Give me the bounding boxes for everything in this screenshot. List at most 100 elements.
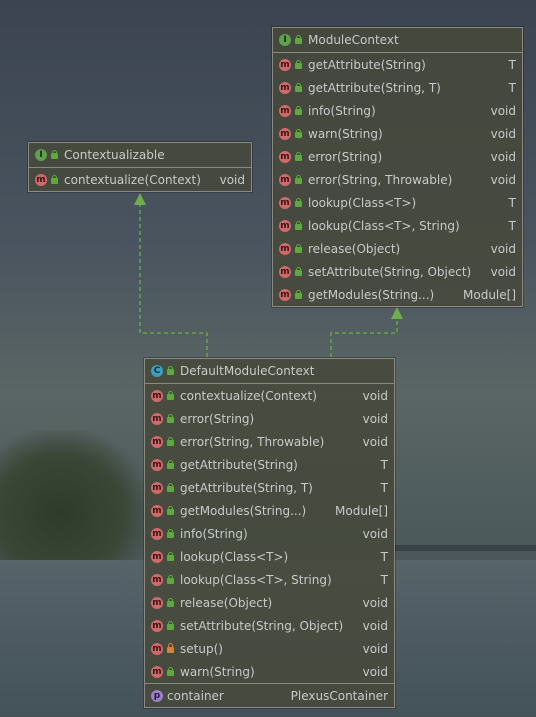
method-name: info(String) (180, 526, 248, 541)
arrowhead-contextualizable (134, 193, 146, 205)
method-icon: m (151, 665, 163, 678)
method-name: lookup(Class<T>, String) (308, 218, 460, 233)
method-type: Module[] (463, 287, 516, 302)
method-icon: m (151, 412, 163, 425)
method-type: void (490, 103, 516, 118)
public-lock-icon (167, 390, 174, 400)
contextualizable-title: Contextualizable (64, 148, 165, 162)
public-lock-icon (167, 366, 174, 375)
method-icon: m (279, 196, 291, 209)
public-lock-icon (167, 436, 174, 446)
method-name: lookup(Class<T>) (308, 195, 417, 210)
method-icon: m (35, 173, 47, 186)
public-lock-icon (167, 666, 174, 676)
method-type: T (380, 457, 388, 472)
arrow-to-contextualizable (139, 198, 208, 357)
defaultmodulecontext-title: DefaultModuleContext (180, 364, 315, 378)
method-icon: m (151, 435, 163, 448)
public-lock-icon (167, 482, 174, 492)
public-lock-icon (295, 105, 302, 115)
method-type: void (362, 411, 388, 426)
public-lock-icon (295, 128, 302, 138)
public-lock-icon (167, 505, 174, 515)
public-lock-icon (295, 197, 302, 207)
method-name: contextualize(Context) (180, 388, 317, 403)
modulecontext-title: ModuleContext (308, 33, 399, 47)
method-name: error(String) (308, 149, 383, 164)
public-lock-icon (167, 528, 174, 538)
public-lock-icon (167, 459, 174, 469)
public-lock-icon (167, 551, 174, 561)
field-row[interactable]: p container PlexusContainer (145, 684, 394, 707)
method-icon: m (151, 527, 163, 540)
method-icon: m (151, 389, 163, 402)
method-name: error(String, Throwable) (308, 172, 453, 187)
method-type: void (490, 126, 516, 141)
method-name: getModules(String...) (308, 287, 435, 302)
method-name: lookup(Class<T>) (180, 549, 289, 564)
arrowhead-modulecontext (391, 307, 403, 319)
method-type: void (362, 641, 388, 656)
public-lock-icon (167, 597, 174, 607)
method-row[interactable]: m setup() void (145, 637, 394, 660)
method-type: T (508, 57, 516, 72)
contextualizable-interface-box[interactable]: I Contextualizable m contextualize(Conte… (28, 142, 252, 192)
public-lock-icon (295, 220, 302, 230)
method-type: T (508, 195, 516, 210)
defaultmodulecontext-class-box[interactable]: C DefaultModuleContext m contextualize(Co… (144, 358, 395, 708)
public-lock-icon (51, 150, 58, 159)
method-icon: m (151, 642, 163, 655)
method-name: setup() (180, 641, 223, 656)
method-name: getModules(String...) (180, 503, 307, 518)
method-icon: m (151, 596, 163, 609)
modulecontext-header: I ModuleContext (273, 28, 522, 53)
method-type: void (490, 241, 516, 256)
method-row[interactable]: m contextualize(Context) void (29, 168, 251, 191)
method-row[interactable]: m lookup(Class<T>) T (273, 191, 522, 214)
method-row[interactable]: m info(String) void (145, 522, 394, 545)
method-type: void (490, 172, 516, 187)
method-icon: m (279, 150, 291, 163)
defaultmodulecontext-header: C DefaultModuleContext (145, 359, 394, 384)
background-pier (395, 545, 536, 551)
method-icon: m (279, 81, 291, 94)
method-icon: m (279, 127, 291, 140)
method-icon: m (279, 265, 291, 278)
method-row[interactable]: m error(String) void (273, 145, 522, 168)
method-name: getAttribute(String, T) (180, 480, 313, 495)
public-lock-icon (295, 243, 302, 253)
method-type: Module[] (335, 503, 388, 518)
method-name: error(String, Throwable) (180, 434, 325, 449)
method-row[interactable]: m release(Object) void (145, 591, 394, 614)
method-name: release(Object) (180, 595, 273, 610)
public-lock-icon (295, 59, 302, 69)
public-lock-icon (167, 413, 174, 423)
public-lock-icon (167, 620, 174, 630)
method-name: setAttribute(String, Object) (308, 264, 472, 279)
method-type: void (362, 595, 388, 610)
method-type: void (362, 526, 388, 541)
method-icon: m (279, 58, 291, 71)
method-type: void (490, 149, 516, 164)
